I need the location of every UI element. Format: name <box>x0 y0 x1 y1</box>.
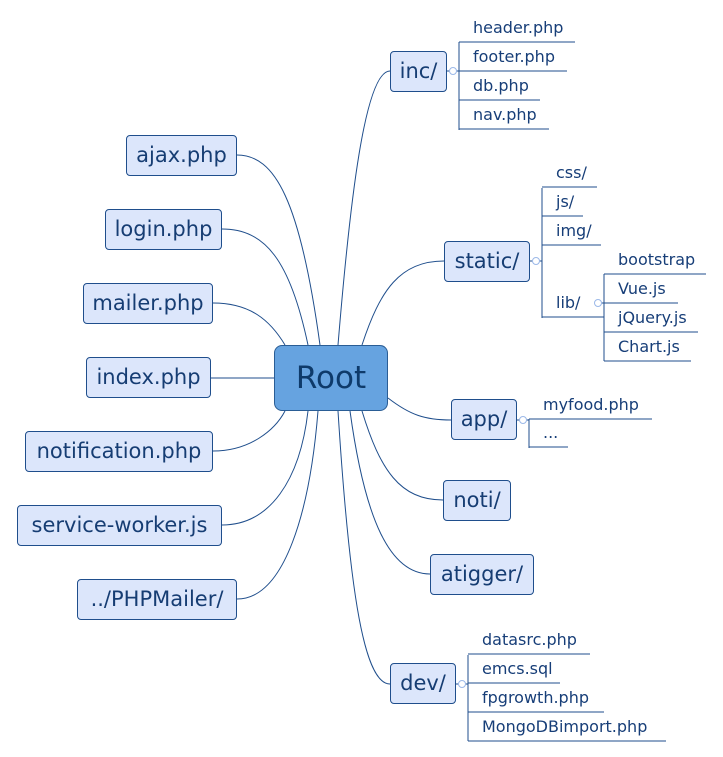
leaf-css-folder[interactable]: css/ <box>556 163 587 182</box>
leaf-bootstrap[interactable]: bootstrap <box>618 250 696 269</box>
topic-mailer-php[interactable]: mailer.php <box>83 283 213 324</box>
collapse-dot-inc[interactable] <box>449 67 457 75</box>
topic-notification-php[interactable]: notification.php <box>25 431 213 472</box>
connector-login <box>221 228 309 346</box>
leaf-js-folder[interactable]: js/ <box>556 192 575 211</box>
leaf-nav-php[interactable]: nav.php <box>473 105 537 124</box>
topic-dev-folder[interactable]: dev/ <box>390 663 456 704</box>
connector-noti <box>361 410 444 501</box>
connector-dev <box>337 410 391 685</box>
topic-inc-folder[interactable]: inc/ <box>390 51 447 92</box>
collapse-dot-lib[interactable] <box>594 299 602 307</box>
leaf-db-php[interactable]: db.php <box>473 76 529 95</box>
leaf-vue-js[interactable]: Vue.js <box>618 279 666 298</box>
connector-mailer <box>212 302 286 346</box>
connector-phpmailer <box>236 410 319 600</box>
connector-app-children <box>517 418 652 448</box>
topic-app-folder[interactable]: app/ <box>451 399 517 440</box>
topic-service-worker-js[interactable]: service-worker.js <box>17 505 222 546</box>
connector-app <box>387 397 452 421</box>
leaf-lib-folder[interactable]: lib/ <box>556 293 581 312</box>
connector-atigger <box>349 410 431 575</box>
connector-ajax <box>236 154 321 346</box>
leaf-myfood-php[interactable]: myfood.php <box>543 395 639 414</box>
leaf-fpgrowth-php[interactable]: fpgrowth.php <box>482 688 589 707</box>
root-node[interactable]: Root <box>274 345 388 411</box>
leaf-footer-php[interactable]: footer.php <box>473 47 555 66</box>
topic-phpmailer-folder[interactable]: ../PHPMailer/ <box>77 579 237 620</box>
leaf-chart-js[interactable]: Chart.js <box>618 337 680 356</box>
leaf-more-ellipsis[interactable]: ... <box>543 423 559 442</box>
collapse-dot-static[interactable] <box>532 257 540 265</box>
connector-static <box>361 260 445 346</box>
connector-notification <box>212 410 286 452</box>
topic-static-folder[interactable]: static/ <box>444 241 530 282</box>
collapse-dot-app[interactable] <box>519 416 527 424</box>
leaf-jquery-js[interactable]: jQuery.js <box>618 308 687 327</box>
connector-service-worker <box>221 410 309 526</box>
topic-noti-folder[interactable]: noti/ <box>443 480 511 521</box>
topic-ajax-php[interactable]: ajax.php <box>126 135 237 176</box>
topic-atigger-folder[interactable]: atigger/ <box>430 554 534 595</box>
leaf-header-php[interactable]: header.php <box>473 18 564 37</box>
topic-index-php[interactable]: index.php <box>86 357 211 398</box>
leaf-datasrc-php[interactable]: datasrc.php <box>482 630 577 649</box>
leaf-mongodbimport-php[interactable]: MongoDBimport.php <box>482 717 648 736</box>
connector-inc <box>337 70 391 346</box>
collapse-dot-dev[interactable] <box>458 680 466 688</box>
leaf-img-folder[interactable]: img/ <box>556 221 592 240</box>
topic-login-php[interactable]: login.php <box>105 209 222 250</box>
leaf-emcs-sql[interactable]: emcs.sql <box>482 659 553 678</box>
